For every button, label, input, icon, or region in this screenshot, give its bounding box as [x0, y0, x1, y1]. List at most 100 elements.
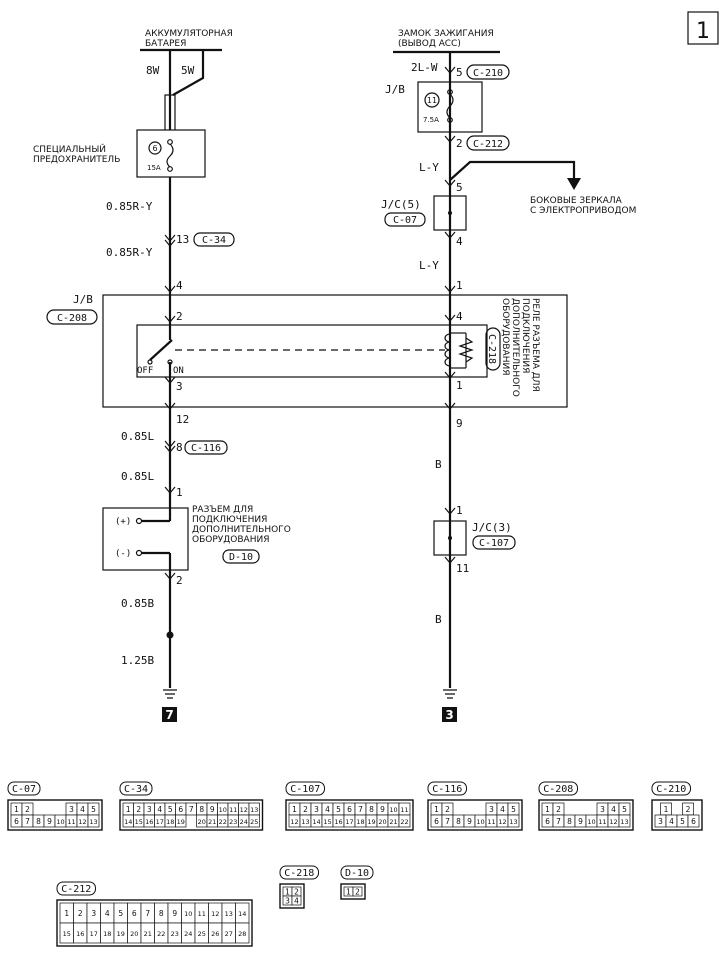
conn-pin-number: 25	[250, 818, 258, 826]
conn-pin-number: 2	[556, 805, 561, 814]
conn-pin-number: 21	[144, 930, 152, 938]
conn-pin-cell	[291, 895, 302, 906]
c208-conn-badge	[46, 309, 98, 325]
conn-face-label-badge	[340, 865, 374, 880]
conn-pin-number: 1	[664, 805, 669, 814]
conn-pin-number: 15	[135, 818, 143, 826]
wire-right-1-label: 2L-W	[411, 61, 438, 74]
conn-pin-number: 1	[14, 805, 19, 814]
conn-pin-number: 11	[67, 818, 75, 826]
fuse-11-element	[446, 93, 454, 119]
c212-arrow	[444, 135, 456, 143]
conn-pin-cell	[248, 814, 260, 828]
wire-right-2-label: L-Y	[419, 161, 439, 174]
fuse-11-rating: 7.5A	[423, 116, 439, 124]
fuse-11-number: 11	[427, 96, 437, 105]
mirrors-arrow	[567, 178, 581, 190]
conn-pin-cell	[618, 814, 631, 828]
conn-pin-number: 13	[225, 910, 233, 918]
fuse-11-bottom	[447, 117, 453, 123]
relay-label-2: ПОДКЛЮЧЕНИЯ	[520, 298, 530, 373]
socket-label-2: ПОДКЛЮЧЕНИЯ	[192, 515, 267, 525]
conn-face-label: C-107	[290, 784, 320, 795]
conn-pin-number: 5	[336, 805, 341, 814]
conn-pin-number: 12	[240, 806, 248, 814]
conn-pin-number: 4	[325, 805, 330, 814]
conn-pin-number: 1	[545, 805, 550, 814]
conn-pin-number: 2	[136, 805, 141, 814]
conn-pin-number: 11	[198, 910, 206, 918]
conn-pin-number: 3	[314, 805, 319, 814]
jb-right-label: J/B	[385, 83, 405, 96]
fusible-link-label-1: СПЕЦИАЛЬНЫЙ	[33, 143, 106, 155]
conn-pin-number: 7	[145, 909, 150, 918]
conn-pin-number: 11	[487, 818, 495, 826]
conn-pin-number: 6	[434, 817, 439, 826]
jb-left-in-arrow	[164, 285, 176, 293]
conn-pin-cell	[398, 814, 411, 828]
jc3-out-pin: 11	[456, 562, 469, 575]
conn-pin-number: 10	[389, 806, 397, 814]
c116-pin: 8	[176, 441, 183, 454]
conn-pin-number: 2	[355, 888, 360, 897]
conn-face-label: D-10	[345, 868, 369, 879]
conn-pin-number: 5	[168, 805, 173, 814]
conn-pin-cell	[352, 886, 363, 897]
conn-pin-number: 4	[500, 805, 505, 814]
wire-5w	[172, 50, 205, 96]
conn-pin-number: 15	[63, 930, 71, 938]
c107-conn-label: C-107	[479, 538, 509, 549]
conn-pin-number: 13	[509, 818, 517, 826]
jb-right-out-pin: 9	[456, 417, 463, 430]
conn-pin-number: 21	[208, 818, 216, 826]
conn-pin-number: 21	[389, 818, 397, 826]
c210-arrow	[444, 66, 456, 74]
conn-pin-number: 5	[91, 805, 96, 814]
relay-left-top-pin: 2	[176, 310, 183, 323]
conn-face-label-badge	[279, 865, 319, 880]
c208-conn-label: C-208	[57, 313, 87, 324]
ground-right-number: 3	[445, 708, 453, 722]
conn-pin-number: 24	[184, 930, 192, 938]
wire-left-1-label: 0.85R-Y	[106, 200, 153, 213]
conn-pin-number: 4	[611, 805, 616, 814]
conn-pin-number: 19	[117, 930, 125, 938]
conn-face-label: C-116	[432, 784, 462, 795]
fuse-11-circle	[424, 92, 440, 108]
conn-pin-number: 11	[598, 818, 606, 826]
socket-label-3: ДОПОЛНИТЕЛЬНОГО	[192, 525, 291, 535]
relay-off-contact	[147, 359, 153, 365]
conn-pin-number: 13	[301, 818, 309, 826]
battery-label-2: БАТАРЕЯ	[145, 39, 186, 49]
conn-pin-number: 26	[211, 930, 219, 938]
wire-5w-label: 5W	[181, 64, 195, 77]
conn-pin-number: 3	[147, 805, 152, 814]
conn-face-label-badge	[7, 781, 41, 796]
conn-pin-number: 12	[290, 818, 298, 826]
conn-pin-number: 2	[294, 888, 299, 897]
conn-pin-number: 18	[103, 930, 111, 938]
jb-left-label: J/B	[73, 293, 93, 306]
c116-conn-badge	[184, 440, 228, 455]
conn-pin-number: 12	[78, 818, 86, 826]
conn-pin-number: 9	[172, 909, 177, 918]
relay-coil	[444, 333, 451, 367]
conn-pin-number: 8	[456, 817, 461, 826]
fusible-link-number-circle	[148, 141, 162, 155]
ground-left-badge	[162, 707, 177, 722]
conn-pin-number: 15	[323, 818, 331, 826]
conn-pin-number: 10	[219, 806, 227, 814]
relay-left-bottom-arrow	[164, 376, 176, 384]
relay-label-3: ДОПОЛНИТЕЛЬНОГО	[510, 298, 520, 397]
c34-conn-badge	[193, 232, 235, 247]
conn-pin-number: 10	[184, 910, 192, 918]
jb-outline	[102, 294, 568, 408]
conn-pin-number: 16	[334, 818, 342, 826]
conn-face-label: C-07	[12, 784, 36, 795]
conn-pin-number: 5	[680, 817, 685, 826]
c212-pin: 2	[456, 137, 463, 150]
conn-pin-number: 8	[159, 909, 164, 918]
conn-pin-number: 17	[90, 930, 98, 938]
fusible-link-label-2: ПРЕДОХРАНИТЕЛЬ	[33, 155, 120, 165]
conn-pin-number: 13	[620, 818, 628, 826]
